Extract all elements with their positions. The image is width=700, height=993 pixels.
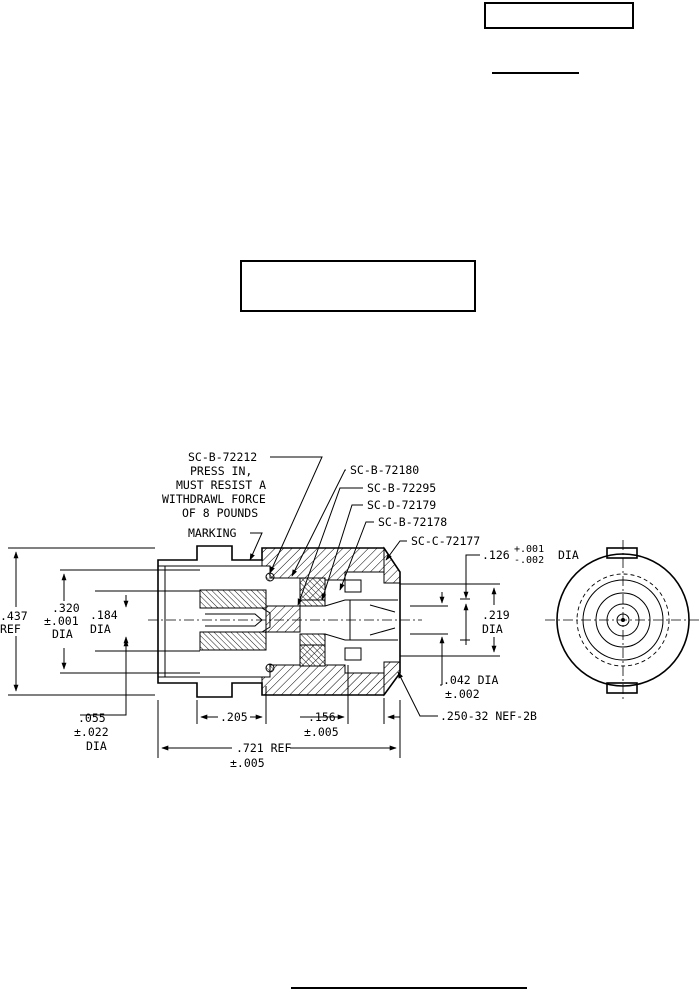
dim-437-ref: REF	[0, 622, 21, 636]
dim-320-tol: ±.001	[44, 614, 79, 628]
footer-rule	[291, 987, 527, 989]
dim-126: .126	[482, 548, 510, 562]
callout-sc-b-72295: SC-B-72295	[367, 481, 436, 495]
callout-sc-b-72212: SC-B-72212	[188, 450, 257, 464]
dim-126-minus: -.002	[514, 555, 544, 566]
callout-sc-b-72180: SC-B-72180	[350, 463, 419, 477]
dim-219: .219	[482, 608, 510, 622]
dim-042: .042 DIA	[443, 673, 498, 687]
front-view	[545, 540, 700, 700]
callout-withdrawl: WITHDRAWL FORCE	[162, 492, 266, 506]
section-view	[148, 545, 422, 698]
callout-labels: SC-B-72212 PRESS IN, MUST RESIST A WITHD…	[162, 450, 480, 548]
callout-sc-b-72178: SC-B-72178	[378, 515, 447, 529]
front-ring-bottom	[383, 661, 401, 697]
callout-pounds: OF 8 POUNDS	[182, 506, 258, 520]
dim-721: .721 REF	[236, 741, 291, 755]
dielectric-top	[299, 577, 326, 607]
dim-042-tol: ±.002	[445, 687, 480, 701]
dimensions: .437 REF .320 ±.001 DIA .184 DIA .055 ±.…	[0, 544, 579, 770]
callout-sc-d-72179: SC-D-72179	[367, 498, 436, 512]
dim-184: .184	[90, 608, 118, 622]
dim-205: .205	[220, 710, 248, 724]
oring-bottom	[265, 663, 275, 673]
header-underline	[492, 72, 579, 74]
callout-must-resist: MUST RESIST A	[176, 478, 266, 492]
dielectric-bottom	[299, 633, 326, 667]
header-box	[484, 2, 634, 29]
callout-marking: MARKING	[188, 526, 237, 540]
dim-721-tol: ±.005	[230, 756, 265, 770]
dim-thread: .250-32 NEF-2B	[440, 709, 537, 723]
dim-055: .055	[78, 711, 106, 725]
dim-437: .437	[0, 609, 28, 623]
center-support	[265, 605, 301, 633]
callout-press-in: PRESS IN,	[190, 464, 252, 478]
dim-320-dia: DIA	[52, 627, 73, 641]
dim-055-dia: DIA	[86, 739, 107, 753]
dim-320: .320	[52, 601, 80, 615]
callout-sc-c-72177: SC-C-72177	[411, 534, 480, 548]
front-ring-top	[383, 546, 401, 584]
title-box	[240, 260, 476, 312]
insulator-top	[199, 589, 267, 609]
dim-219-dia: DIA	[482, 622, 503, 636]
dim-184-dia: DIA	[90, 622, 111, 636]
dim-126-plus: +.001	[514, 544, 544, 555]
dim-156-tol: ±.005	[304, 725, 339, 739]
oring-top	[265, 572, 275, 582]
dim-156: .156	[308, 710, 336, 724]
dim-055-tol: ±.022	[74, 725, 109, 739]
dim-126-dia: DIA	[558, 548, 579, 562]
insulator-bottom	[199, 631, 267, 651]
callout-leaders	[249, 456, 407, 606]
